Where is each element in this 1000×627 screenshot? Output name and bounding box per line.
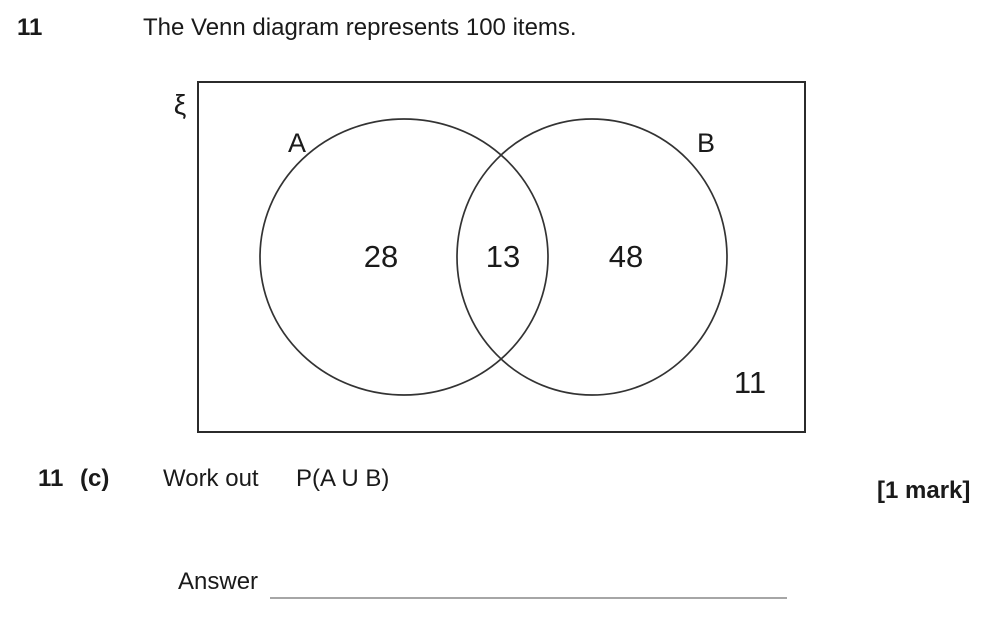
- set-b-circle: [456, 118, 728, 396]
- answer-label: Answer: [178, 568, 259, 595]
- intersection-value: 13: [486, 239, 520, 274]
- set-a-label: A: [288, 128, 306, 158]
- marks-badge: [1 mark]: [877, 477, 971, 504]
- universal-set-box: [197, 81, 806, 433]
- probability-expression: P(A U B): [296, 465, 390, 492]
- sub-question-number: 11: [38, 465, 64, 492]
- set-a-circle: [259, 118, 549, 396]
- question-number: 11: [17, 14, 43, 41]
- question-text: The Venn diagram represents 100 items.: [143, 14, 577, 41]
- sub-question-part: (c): [80, 465, 110, 492]
- set-a-only-value: 28: [364, 239, 398, 274]
- set-b-only-value: 48: [609, 239, 643, 274]
- sub-question-instruction: Work out: [163, 465, 259, 492]
- universal-set-symbol: ξ: [174, 89, 187, 120]
- outside-sets-value: 11: [734, 365, 766, 400]
- set-b-label: B: [697, 128, 715, 158]
- answer-blank-line: [270, 597, 787, 599]
